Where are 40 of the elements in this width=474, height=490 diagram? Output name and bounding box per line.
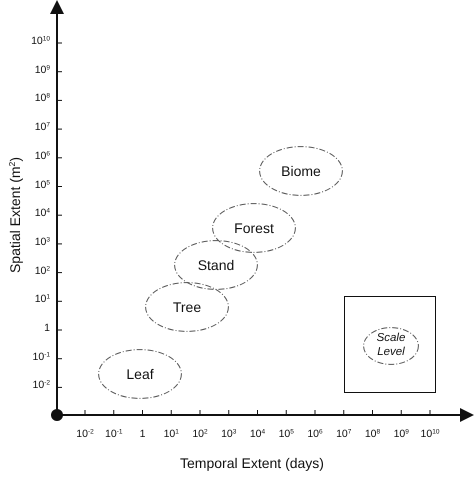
tick-label: 10$^{8}$: [364, 428, 380, 440]
tick-label: 10$^{10}$: [420, 428, 440, 440]
legend-box: [344, 296, 436, 393]
scale-ellipse: [98, 349, 182, 399]
tick-label: 10$^{9}$: [394, 428, 409, 440]
scale-ellipse: [145, 282, 229, 332]
tick-label: 10$^{2}$: [192, 428, 208, 440]
level-label: Stand: [198, 256, 234, 274]
tick-label: 10$^{7}$: [336, 428, 352, 440]
level-label: Biome: [281, 162, 321, 180]
tick-label: 10$^{4}$: [34, 207, 50, 220]
level-label: Scale Level: [376, 332, 406, 359]
tick-label: 10$^{3}$: [221, 428, 236, 440]
tick-label: 10$^{6}$: [307, 428, 323, 440]
tick-label: 10$^{10}$: [31, 35, 50, 47]
tick-label: 10$^{7}$: [34, 121, 50, 134]
axis-title: Temporal Extent (days): [180, 455, 324, 471]
tick-label: 10$^{-1}$: [32, 350, 50, 363]
scale-ellipse: [174, 240, 258, 290]
tick-label: 10$^{-1}$: [105, 428, 122, 440]
tick-label: 10$^{5}$: [278, 428, 294, 440]
scale-ellipse: [363, 326, 419, 364]
tick-label: 1: [44, 322, 50, 334]
tick-label: 10$^{4}$: [250, 428, 266, 440]
level-label: Forest: [234, 220, 274, 236]
tick-label: 10$^{2}$: [34, 264, 50, 277]
tick-label: 10$^{5}$: [34, 178, 50, 190]
tick-label: 1: [140, 428, 146, 440]
level-label: Tree: [172, 298, 202, 316]
tick-label: 10$^{1}$: [164, 428, 179, 440]
level-label: Leaf: [126, 366, 154, 382]
scale-ellipse: [259, 146, 343, 196]
tick-label: 10$^{9}$: [34, 64, 50, 76]
tick-label: 10$^{-2}$: [32, 379, 50, 392]
tick-label: 10$^{-2}$: [76, 428, 94, 440]
tick-label: 10$^{3}$: [34, 236, 50, 248]
tick-label: 10$^{1}$: [34, 293, 50, 306]
scale-ellipse: [212, 203, 296, 253]
tick-label: 10$^{8}$: [34, 92, 50, 104]
tick-label: 10$^{6}$: [34, 150, 50, 162]
